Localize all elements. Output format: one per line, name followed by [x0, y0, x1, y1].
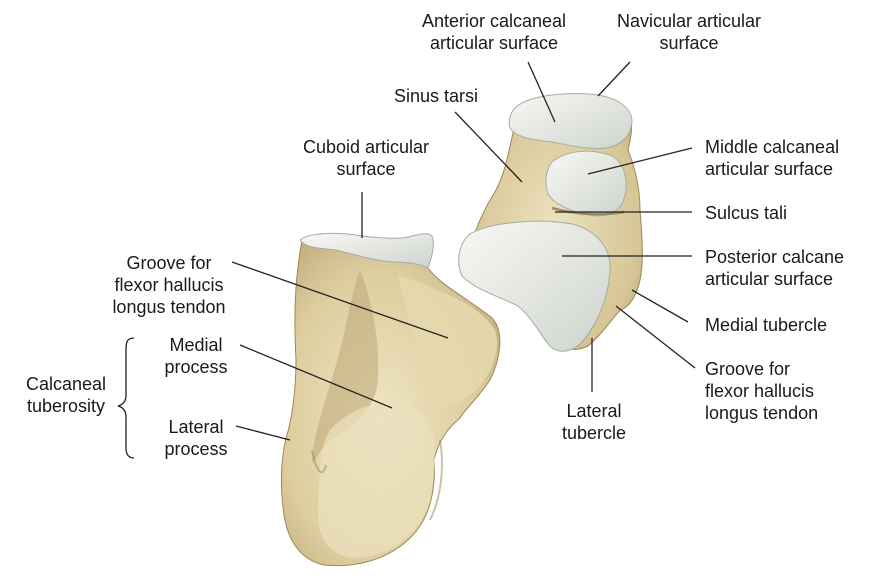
left-bone-lateral-lobe: [318, 402, 435, 558]
tuberosity-brace: [118, 338, 134, 458]
leader-lateral-process: [236, 426, 290, 440]
leader-navicular: [598, 62, 630, 96]
label-sinus-tarsi: Sinus tarsi: [394, 85, 478, 107]
label-sulcus-tali: Sulcus tali: [705, 202, 787, 224]
label-medial-tubercle: Medial tubercle: [705, 314, 827, 336]
left-calcaneus: [281, 233, 499, 565]
right-calcaneus: [459, 94, 643, 352]
leader-medial-tubercle: [632, 290, 688, 322]
leader-groove-right: [616, 306, 695, 368]
